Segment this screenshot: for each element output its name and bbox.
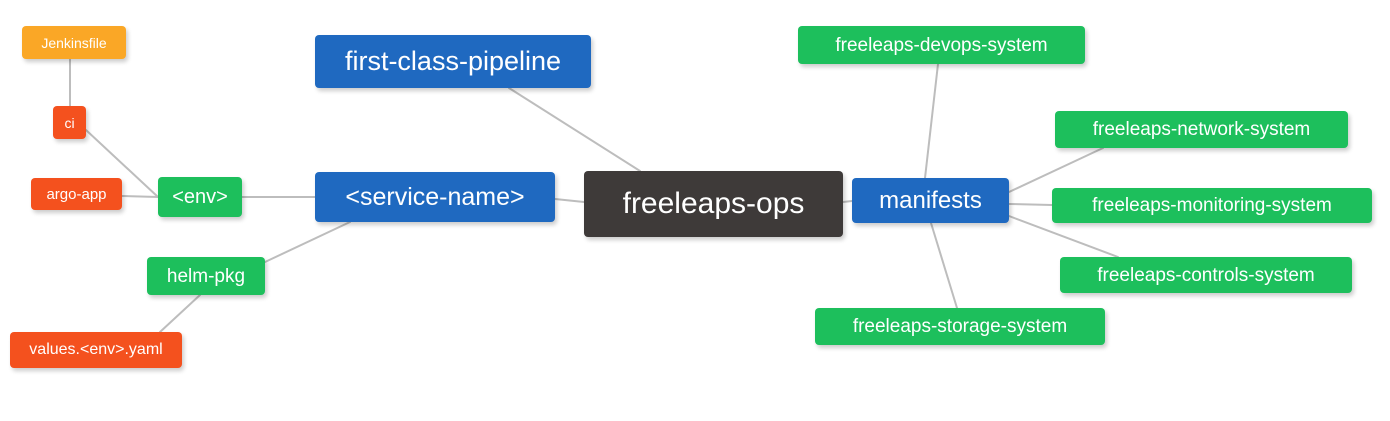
node-label-network-system: freeleaps-network-system (1092, 119, 1311, 140)
edge-first-class-pipeline-to-freeleaps-ops (508, 87, 641, 172)
edge-manifests-to-storage-system (930, 222, 958, 309)
edge-manifests-to-monitoring-system (1008, 203, 1053, 206)
node-label-service-name: <service-name> (345, 182, 525, 211)
node-controls-system[interactable]: freeleaps-controls-system (1060, 257, 1352, 293)
node-monitoring-system[interactable]: freeleaps-monitoring-system (1052, 188, 1372, 223)
node-devops-system[interactable]: freeleaps-devops-system (798, 26, 1085, 64)
node-label-ci: ci (64, 114, 75, 131)
edge-helm-pkg-to-service-name (264, 221, 351, 263)
node-label-first-class-pipeline: first-class-pipeline (344, 46, 562, 76)
node-label-monitoring-system: freeleaps-monitoring-system (1092, 195, 1332, 216)
node-storage-system[interactable]: freeleaps-storage-system (815, 308, 1105, 345)
node-label-helm-pkg: helm-pkg (166, 265, 246, 287)
edge-freeleaps-ops-to-manifests (842, 200, 853, 203)
edge-values-yaml-to-helm-pkg (159, 294, 201, 333)
edge-manifests-to-network-system (1008, 147, 1104, 193)
node-manifests[interactable]: manifests (852, 178, 1009, 223)
node-label-jenkinsfile: Jenkinsfile (41, 34, 107, 51)
node-label-argo-app: argo-app (46, 185, 107, 203)
node-label-values-yaml: values.<env>.yaml (29, 341, 163, 358)
node-network-system[interactable]: freeleaps-network-system (1055, 111, 1348, 148)
edge-manifests-to-devops-system (924, 63, 939, 179)
node-label-storage-system: freeleaps-storage-system (852, 316, 1068, 337)
node-first-class-pipeline[interactable]: first-class-pipeline (315, 35, 591, 88)
node-freeleaps-ops[interactable]: freeleaps-ops (584, 171, 843, 237)
node-ci[interactable]: ci (53, 106, 86, 139)
node-env[interactable]: <env> (158, 177, 242, 217)
node-label-freeleaps-ops: freeleaps-ops (622, 187, 805, 220)
node-values-yaml[interactable]: values.<env>.yaml (10, 332, 182, 368)
node-label-env: <env> (172, 186, 228, 208)
node-helm-pkg[interactable]: helm-pkg (147, 257, 265, 295)
edge-service-name-to-freeleaps-ops (554, 198, 585, 203)
node-label-devops-system: freeleaps-devops-system (835, 34, 1048, 56)
node-label-manifests: manifests (879, 186, 982, 214)
node-argo-app[interactable]: argo-app (31, 178, 122, 210)
node-service-name[interactable]: <service-name> (315, 172, 555, 222)
edge-argo-app-to-env (121, 195, 159, 198)
node-jenkinsfile[interactable]: Jenkinsfile (22, 26, 126, 59)
node-label-controls-system: freeleaps-controls-system (1097, 264, 1315, 286)
